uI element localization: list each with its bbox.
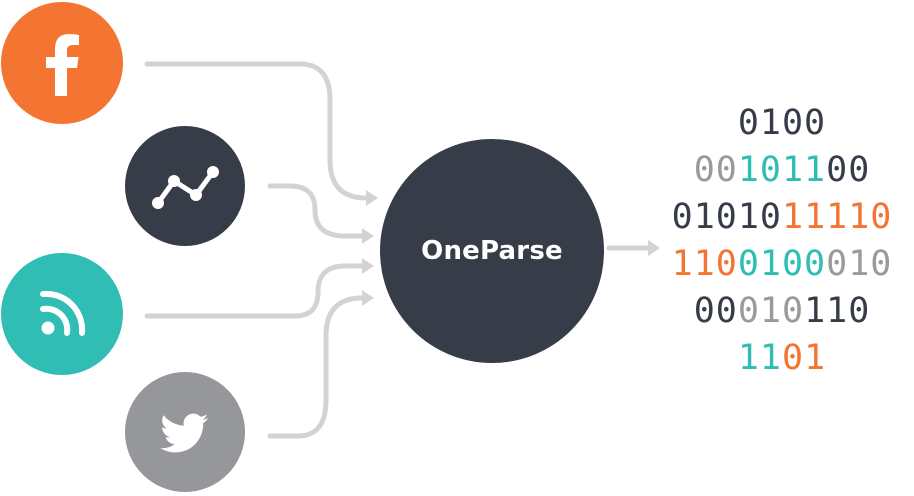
arrowhead-facebook (366, 190, 378, 206)
binary-segment: 110 (804, 291, 871, 331)
hub-label: OneParse (421, 236, 563, 266)
binary-line: 0100 (650, 100, 914, 147)
arrowhead-rss (362, 258, 374, 274)
trend-line-icon (125, 126, 245, 246)
arrowhead-analytics (362, 228, 374, 244)
binary-segment: 0100 (737, 244, 827, 284)
source-facebook (1, 2, 123, 124)
connector-twitter (267, 295, 365, 439)
binary-segment: 00 (693, 291, 738, 331)
connector-facebook (144, 61, 369, 201)
binary-line: 00101100 (650, 147, 914, 194)
binary-line: 1100100010 (650, 241, 914, 288)
binary-segment: 010 (826, 244, 893, 284)
source-rss (1, 253, 123, 375)
binary-segment: 01010 (671, 197, 782, 237)
binary-segment: 01 (782, 338, 827, 378)
twitter-icon (125, 372, 245, 492)
connector-rss (144, 263, 365, 319)
binary-line: 1101 (650, 335, 914, 382)
binary-segment: 1011 (737, 150, 827, 190)
connector-analytics (267, 183, 365, 239)
source-analytics (125, 126, 245, 246)
arrowhead-output (648, 240, 660, 256)
binary-segment: 110 (671, 244, 738, 284)
binary-segment: 11110 (782, 197, 893, 237)
source-twitter (125, 372, 245, 492)
binary-segment: 010 (737, 291, 805, 331)
oneparse-hub: OneParse (380, 139, 604, 363)
binary-segment: 00 (826, 150, 871, 190)
arrowhead-twitter (362, 290, 374, 306)
binary-segment: 0100 (737, 103, 827, 143)
binary-line: 0101011110 (650, 194, 914, 241)
rss-icon (1, 253, 123, 375)
facebook-icon (1, 2, 123, 124)
binary-segment: 11 (737, 338, 782, 378)
binary-segment: 00 (693, 150, 738, 190)
binary-line: 00010110 (650, 288, 914, 335)
